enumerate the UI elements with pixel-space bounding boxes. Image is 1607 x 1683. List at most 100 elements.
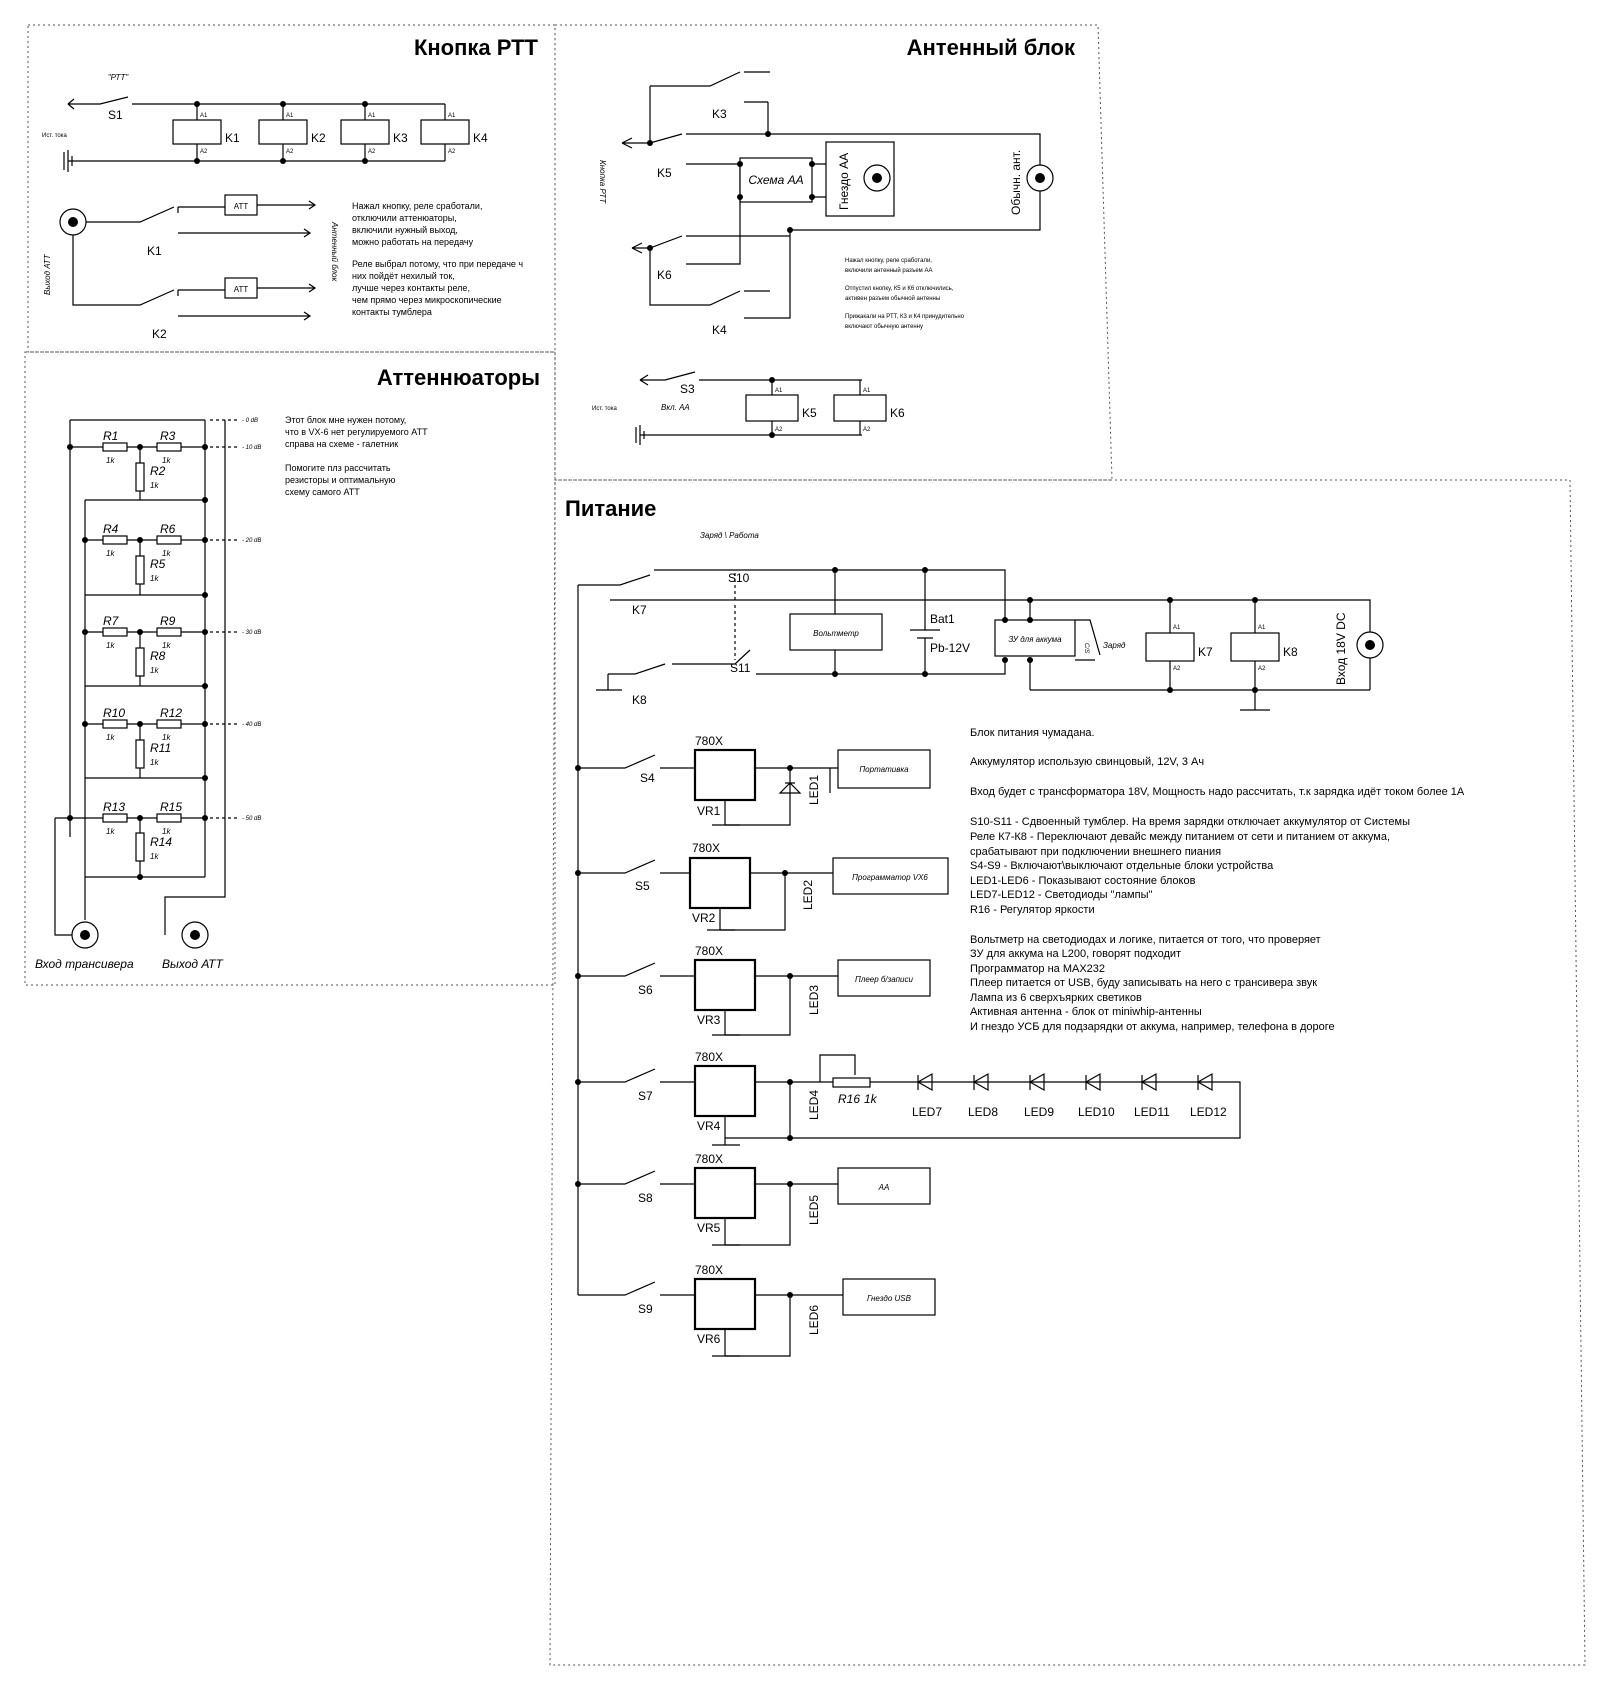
relay-k4-label: K4	[473, 131, 488, 145]
dc-input-label: Вход 18V DC	[1334, 612, 1348, 685]
k7-mains-wire	[610, 599, 1371, 625]
svg-text:1k: 1k	[162, 827, 171, 836]
svg-text:R5: R5	[150, 557, 166, 571]
attenuator-junctions	[67, 444, 208, 880]
regulator-branch-4: 780X VR4 S7 LED4 R16 1k LED7 LED8 LED9 L…	[575, 1050, 1241, 1146]
relay-k7-label: K7	[1198, 645, 1213, 659]
k5b-pin-a1: A1	[775, 388, 783, 394]
lamp-leds: LED7 LED8 LED9 LED10 LED11 LED12	[912, 1072, 1227, 1119]
led10-label: LED10	[1078, 1105, 1115, 1119]
svg-text:Нажал кнопку, реле сработали,: Нажал кнопку, реле сработали,	[352, 201, 482, 211]
load-1-label: Портативка	[859, 765, 909, 774]
k2-contact-wire	[72, 235, 312, 321]
svg-text:1k: 1k	[162, 733, 171, 742]
charge-mode-label: Заряд \ Работа	[700, 531, 759, 540]
resistor-r10	[102, 719, 128, 729]
regulator-vr5	[693, 1166, 757, 1220]
load-6-label: Гнездо USB	[867, 1294, 912, 1303]
load-usb-socket	[842, 1278, 936, 1316]
svg-text:Реле К7-К8 - Переключают девай: Реле К7-К8 - Переключают девайс между пи…	[970, 831, 1390, 843]
svg-text:- 40 dB: - 40 dB	[242, 722, 261, 728]
svg-text:ЗУ для аккума на L200, говорят: ЗУ для аккума на L200, говорят подходит	[970, 948, 1181, 960]
vr4-label: VR4	[697, 1119, 721, 1133]
svg-text:R10: R10	[103, 706, 125, 720]
ptt-notes: Нажал кнопку, реле сработали, отключили …	[352, 201, 523, 317]
power-notes: Блок питания чумадана. Аккумулятор испол…	[970, 727, 1465, 1033]
load-vx6-programmer	[832, 857, 949, 895]
resistor-r9	[156, 627, 182, 637]
regulator-branch-6: 780X VR6 S9 LED6 Гнездо USB	[578, 1263, 936, 1357]
resistor-r14	[135, 832, 145, 862]
k6b-pin-a2: A2	[863, 427, 871, 433]
svg-text:1k: 1k	[150, 481, 159, 490]
svg-text:R6: R6	[160, 522, 176, 536]
k3-pin-a2: A2	[368, 149, 376, 155]
k5b-pin-a2: A2	[775, 427, 783, 433]
antenna-ptt-vertical-label: Кнопка РТТ	[598, 160, 607, 204]
k4-pin-a1: A1	[448, 113, 456, 119]
relay-k1-coil	[172, 119, 222, 145]
svg-text:1k: 1k	[106, 733, 115, 742]
svg-text:Вход будет с трансформатора 18: Вход будет с трансформатора 18V, Мощност…	[970, 786, 1465, 798]
battery-type-label: Pb-12V	[930, 641, 970, 655]
svg-text:- 10 dB: - 10 dB	[242, 445, 261, 451]
charger-box	[994, 619, 1076, 657]
svg-text:Аккумулятор использую свинцовы: Аккумулятор использую свинцовый, 12V, 3 …	[970, 756, 1204, 768]
k1-contact-label: K1	[147, 244, 162, 258]
svg-text:Помогите плз рассчитать: Помогите плз рассчитать	[285, 463, 391, 473]
attenuator-section: Аттеннюаторы R1 1k R3 1k R2 1k R4	[35, 365, 540, 971]
relay-k5-coil	[745, 394, 799, 422]
led7-label: LED7	[912, 1105, 942, 1119]
relay-k7-coil	[1145, 632, 1195, 662]
ptt-button-label: "РТТ"	[108, 73, 130, 82]
s8-label: S8	[638, 1191, 653, 1205]
k7-pin-a2: A2	[1173, 666, 1181, 672]
load-portable-radio	[837, 749, 931, 789]
svg-text:1k: 1k	[150, 852, 159, 861]
aa-scheme-label: Схема АА	[748, 173, 803, 187]
k3-contact-wire	[649, 71, 770, 143]
svg-text:1k: 1k	[150, 758, 159, 767]
svg-text:S10-S11 - Сдвоенный тумблер. Н: S10-S11 - Сдвоенный тумблер. На время за…	[970, 816, 1410, 828]
db-taps: - 0 dB - 10 dB - 20 dB - 30 dB - 40 dB -…	[210, 418, 261, 822]
vr5-label: VR5	[697, 1221, 721, 1235]
regulator-branch-2: 780X VR2 S5 LED2 Программатор VX6	[575, 841, 949, 931]
relay-k8-label: K8	[1283, 645, 1298, 659]
k8-pin-a2: A2	[1258, 666, 1266, 672]
relay-k2-coil	[258, 119, 308, 145]
svg-text:780X: 780X	[695, 1050, 723, 1064]
k6-label: K6	[657, 268, 672, 282]
power-title: Питание	[565, 496, 656, 521]
svg-text:R14: R14	[150, 835, 172, 849]
ptt-section: Кнопка РТТ "РТТ" S1 Ист. тока A1 A2 K1 A…	[42, 35, 539, 341]
svg-text:Отпустил кнопку, К5 и К6 отклю: Отпустил кнопку, К5 и К6 отключились,	[845, 286, 954, 292]
svg-text:резисторы и оптимальную: резисторы и оптимальную	[285, 475, 396, 485]
regulator-vr3	[693, 958, 757, 1012]
svg-text:срабатывают при подключении вн: срабатывают при подключении внешнего пиа…	[970, 846, 1221, 858]
resistor-r1	[102, 442, 128, 452]
s1-switch-wire	[67, 96, 445, 110]
vr3-label: VR3	[697, 1013, 721, 1027]
svg-text:R13: R13	[103, 800, 125, 814]
resistor-r12	[156, 719, 182, 729]
svg-text:780X: 780X	[692, 841, 720, 855]
svg-text:1k: 1k	[106, 641, 115, 650]
svg-text:Плеер питается от USB, буду за: Плеер питается от USB, буду записывать н…	[970, 977, 1317, 989]
svg-text:780X: 780X	[695, 1263, 723, 1277]
svg-text:включили антенный разъем АА: включили антенный разъем АА	[845, 267, 932, 274]
svg-text:1k: 1k	[150, 666, 159, 675]
s7-label: S7	[638, 1089, 653, 1103]
att-block-2-label: АТТ	[234, 285, 249, 294]
led1-label: LED1	[807, 775, 821, 805]
k6-contact-wire	[631, 197, 790, 265]
k3-label: K3	[712, 107, 727, 121]
power-section: Питание Заряд \ Работа S10 K7 K8 S11 Вол…	[565, 496, 1465, 1357]
att-output-bottom-label: Выход АТТ	[162, 957, 224, 971]
svg-text:780X: 780X	[695, 944, 723, 958]
frame-attenuators	[24, 351, 556, 986]
svg-text:R8: R8	[150, 649, 166, 663]
led4-label: LED4	[807, 1090, 821, 1120]
load-3-label: Плеер б/записи	[855, 975, 913, 984]
vr6-label: VR6	[697, 1332, 721, 1346]
